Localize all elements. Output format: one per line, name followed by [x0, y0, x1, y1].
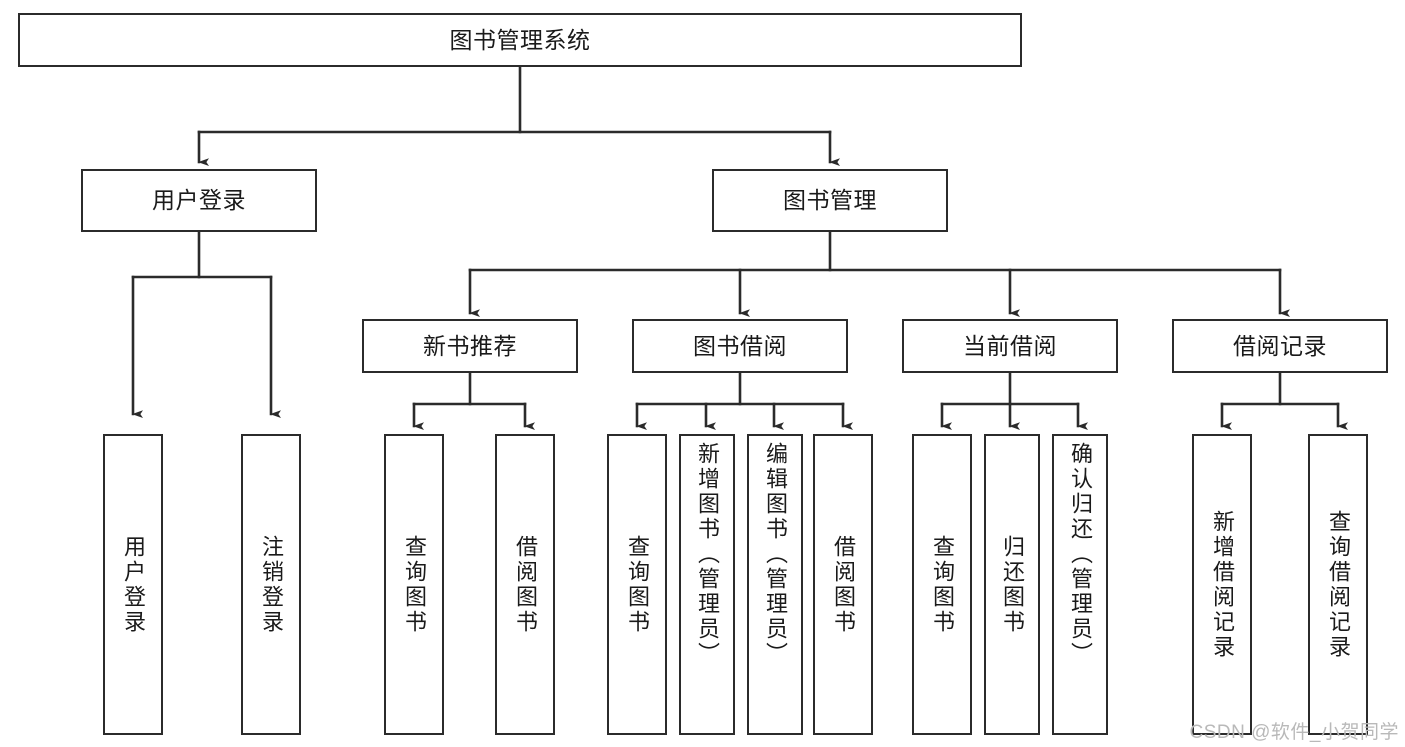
node-leaf-add-book-label: 新增图书（管理员）: [695, 442, 720, 667]
node-leaf-borrow-book-2[interactable]: 借阅图书: [813, 434, 873, 735]
node-leaf-query-book-3[interactable]: 查询图书: [912, 434, 972, 735]
node-user-login-label: 用户登录: [152, 187, 246, 214]
node-leaf-user-login-label: 用户登录: [121, 534, 146, 635]
node-leaf-query-book-1-label: 查询图书: [402, 534, 427, 635]
node-leaf-add-record[interactable]: 新增借阅记录: [1192, 434, 1252, 735]
node-book-borrow[interactable]: 图书借阅: [632, 319, 848, 373]
node-leaf-edit-book[interactable]: 编辑图书（管理员）: [747, 434, 803, 735]
node-leaf-query-book-2[interactable]: 查询图书: [607, 434, 667, 735]
node-book-borrow-label: 图书借阅: [693, 332, 787, 359]
node-leaf-edit-book-label: 编辑图书（管理员）: [763, 442, 788, 667]
node-new-book-recommend-label: 新书推荐: [423, 332, 517, 359]
node-root-label: 图书管理系统: [449, 26, 591, 53]
node-leaf-confirm-return-label: 确认归还（管理员）: [1068, 442, 1093, 667]
node-leaf-borrow-book-2-label: 借阅图书: [831, 534, 856, 635]
csdn-watermark: CSDN @软件_小贺同学: [1189, 722, 1399, 743]
node-borrow-record-label: 借阅记录: [1233, 332, 1327, 359]
node-book-management-label: 图书管理: [783, 187, 877, 214]
node-borrow-record[interactable]: 借阅记录: [1172, 319, 1388, 373]
node-leaf-return-book[interactable]: 归还图书: [984, 434, 1040, 735]
node-leaf-borrow-book-1-label: 借阅图书: [513, 534, 538, 635]
node-leaf-query-book-2-label: 查询图书: [625, 534, 650, 635]
node-leaf-query-record-label: 查询借阅记录: [1326, 509, 1351, 660]
node-leaf-return-book-label: 归还图书: [1000, 534, 1025, 635]
node-current-borrow[interactable]: 当前借阅: [902, 319, 1118, 373]
node-leaf-confirm-return[interactable]: 确认归还（管理员）: [1052, 434, 1108, 735]
node-root[interactable]: 图书管理系统: [18, 13, 1022, 67]
node-leaf-borrow-book-1[interactable]: 借阅图书: [495, 434, 555, 735]
node-leaf-query-record[interactable]: 查询借阅记录: [1308, 434, 1368, 735]
node-leaf-add-book[interactable]: 新增图书（管理员）: [679, 434, 735, 735]
node-leaf-logout[interactable]: 注销登录: [241, 434, 301, 735]
node-leaf-logout-label: 注销登录: [259, 534, 284, 635]
node-user-login[interactable]: 用户登录: [81, 169, 317, 232]
node-current-borrow-label: 当前借阅: [963, 332, 1057, 359]
node-leaf-add-record-label: 新增借阅记录: [1210, 509, 1235, 660]
node-new-book-recommend[interactable]: 新书推荐: [362, 319, 578, 373]
node-book-management[interactable]: 图书管理: [712, 169, 948, 232]
node-leaf-query-book-1[interactable]: 查询图书: [384, 434, 444, 735]
node-leaf-user-login[interactable]: 用户登录: [103, 434, 163, 735]
node-leaf-query-book-3-label: 查询图书: [930, 534, 955, 635]
